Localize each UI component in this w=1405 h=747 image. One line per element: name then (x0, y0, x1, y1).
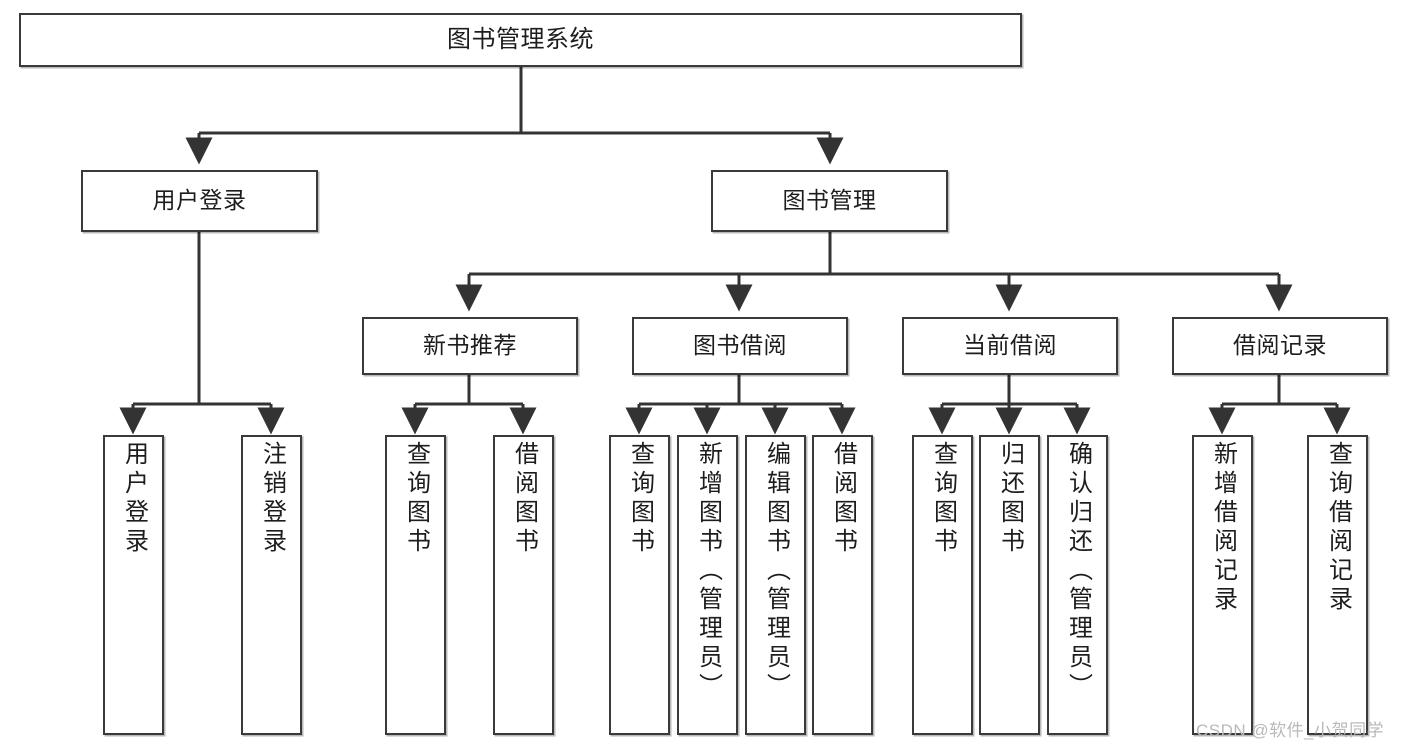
node-label: 用户登录 (152, 187, 247, 214)
node-label: 查询图书 (402, 441, 430, 557)
node-label: 注销登录 (258, 441, 286, 557)
leaf-borrow-book[interactable]: 借阅图书 (812, 435, 873, 735)
leaf-add-book-admin[interactable]: 新增图书（管理员） (677, 435, 738, 735)
node-label: 编辑图书（管理员） (762, 441, 790, 702)
leaf-query-book-borrow[interactable]: 查询图书 (609, 435, 670, 735)
node-label: 图书借阅 (693, 332, 787, 359)
leaf-user-login[interactable]: 用户登录 (103, 435, 164, 735)
node-borrow-record[interactable]: 借阅记录 (1172, 317, 1388, 375)
leaf-edit-book-admin[interactable]: 编辑图书（管理员） (745, 435, 806, 735)
node-label: 用户登录 (120, 441, 148, 557)
node-new-book-recommend[interactable]: 新书推荐 (362, 317, 578, 375)
node-label: 新增借阅记录 (1209, 441, 1237, 615)
node-label: 查询图书 (929, 441, 957, 557)
leaf-query-book-current[interactable]: 查询图书 (912, 435, 973, 735)
node-book-management[interactable]: 图书管理 (711, 170, 948, 232)
node-label: 确认归还（管理员） (1064, 441, 1092, 702)
node-label: 图书管理系统 (447, 25, 594, 53)
node-label: 借阅记录 (1233, 332, 1327, 359)
node-label: 图书管理 (782, 187, 877, 214)
leaf-borrow-book-recommend[interactable]: 借阅图书 (493, 435, 554, 735)
node-label: 新书推荐 (423, 332, 517, 359)
leaf-logout[interactable]: 注销登录 (241, 435, 302, 735)
node-label: 新增图书（管理员） (694, 441, 722, 702)
node-label: 当前借阅 (963, 332, 1057, 359)
leaf-confirm-return-admin[interactable]: 确认归还（管理员） (1047, 435, 1108, 735)
node-label: 查询借阅记录 (1324, 441, 1352, 615)
leaf-query-borrow-record[interactable]: 查询借阅记录 (1307, 435, 1368, 735)
node-root-book-management-system[interactable]: 图书管理系统 (19, 13, 1022, 67)
leaf-return-book[interactable]: 归还图书 (979, 435, 1040, 735)
csdn-watermark: CSDN @软件_小贺同学 (1196, 721, 1385, 740)
node-label: 查询图书 (626, 441, 654, 557)
node-label: 借阅图书 (829, 441, 857, 557)
node-label: 借阅图书 (510, 441, 538, 557)
node-current-borrow[interactable]: 当前借阅 (902, 317, 1118, 375)
node-user-login[interactable]: 用户登录 (81, 170, 318, 232)
leaf-query-book-recommend[interactable]: 查询图书 (385, 435, 446, 735)
node-label: 归还图书 (996, 441, 1024, 557)
leaf-add-borrow-record[interactable]: 新增借阅记录 (1192, 435, 1253, 735)
node-book-borrow[interactable]: 图书借阅 (632, 317, 848, 375)
